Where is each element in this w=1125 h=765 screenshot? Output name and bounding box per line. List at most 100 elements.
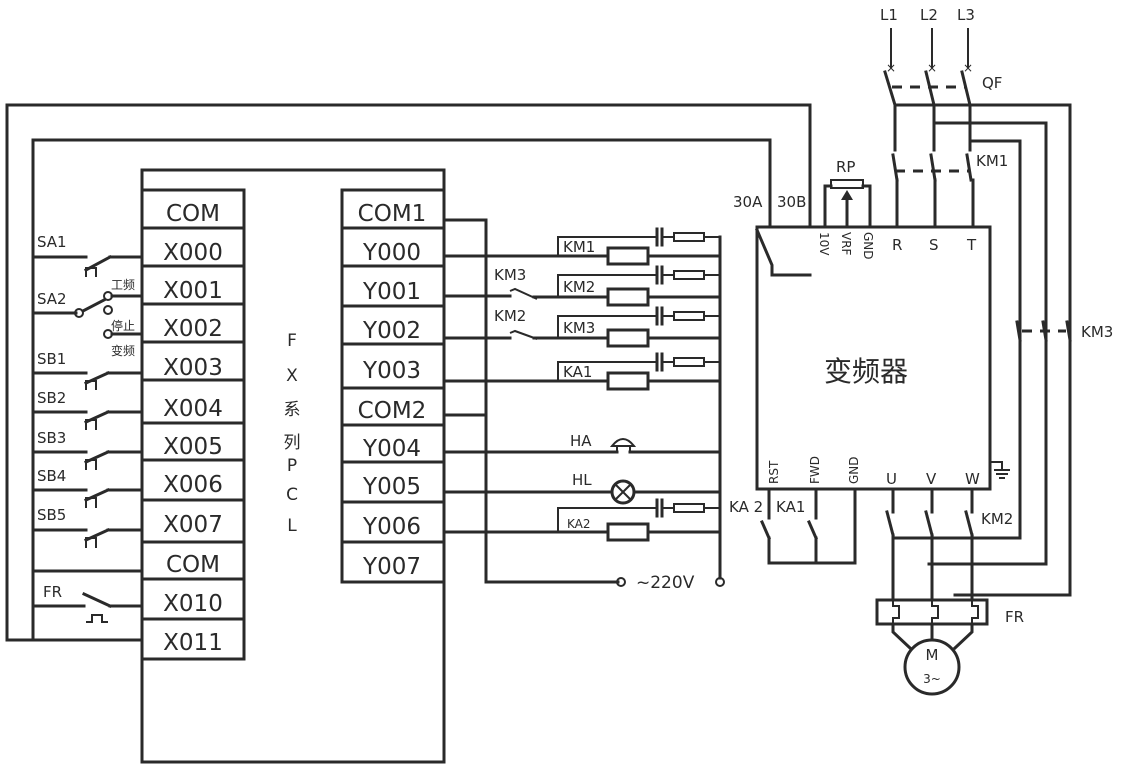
vfd-body bbox=[755, 225, 992, 491]
terminal-label: Y006 bbox=[362, 514, 421, 540]
label-sa2: SA2 bbox=[37, 290, 67, 308]
svg-text:L: L bbox=[287, 516, 297, 536]
plc-terminal-x001 bbox=[140, 264, 246, 306]
label-hl: HL bbox=[572, 471, 592, 489]
terminal-label: COM bbox=[166, 552, 220, 578]
svg-text:列: 列 bbox=[284, 433, 301, 453]
terminal-label: X006 bbox=[163, 472, 223, 498]
plc-output-terminals: COM1 Y000 Y001 Y002 Y003 COM2 Y004 Y005 … bbox=[340, 188, 446, 584]
vfd-fault-contact bbox=[755, 228, 812, 277]
plc-terminal-com2 bbox=[340, 386, 446, 427]
terminal-label: Y002 bbox=[362, 318, 421, 344]
terminal-label: X001 bbox=[163, 278, 223, 304]
plc-terminal-y007 bbox=[340, 540, 446, 584]
label-km1-main: KM1 bbox=[976, 152, 1008, 170]
plc-terminal-y006 bbox=[340, 500, 446, 544]
vfd-terminal-10v: 10V bbox=[817, 232, 831, 256]
label-km2-interlock: KM2 bbox=[494, 307, 526, 325]
plc-terminal-x005 bbox=[140, 421, 246, 462]
output-wiring bbox=[442, 218, 725, 587]
label-sb3: SB3 bbox=[37, 429, 66, 447]
potentiometer-icon bbox=[823, 179, 872, 229]
svg-text:×: × bbox=[963, 61, 973, 75]
label-sa1: SA1 bbox=[37, 233, 67, 251]
label-ka1-contact: KA1 bbox=[776, 498, 805, 516]
svg-text:×: × bbox=[927, 61, 937, 75]
terminal-label: COM2 bbox=[358, 398, 427, 424]
vfd-terminal-r: R bbox=[892, 236, 902, 254]
ground-icon bbox=[990, 461, 1010, 479]
km2-coil-icon bbox=[606, 287, 650, 307]
terminal-label: Y005 bbox=[362, 474, 421, 500]
label-km2-coil: KM2 bbox=[563, 278, 595, 296]
label-30a: 30A bbox=[733, 193, 763, 211]
terminal-label: X000 bbox=[163, 240, 223, 266]
label-ka2-contact: KA 2 bbox=[729, 498, 763, 516]
label-sb4: SB4 bbox=[37, 467, 66, 485]
label-30b: 30B bbox=[777, 193, 806, 211]
km1-coil-icon bbox=[606, 246, 650, 266]
terminal-label: Y001 bbox=[362, 279, 421, 305]
fr-contact-icon bbox=[86, 614, 108, 623]
svg-text:P: P bbox=[287, 456, 297, 476]
label-fr-main: FR bbox=[1005, 608, 1024, 626]
terminal-label: X010 bbox=[163, 591, 223, 617]
vfd-terminal-rst: RST bbox=[767, 460, 781, 484]
label-supply: ~220V bbox=[636, 573, 695, 593]
vfd-label: 变频器 bbox=[824, 355, 908, 388]
label-sb5: SB5 bbox=[37, 506, 66, 524]
terminal-label: Y007 bbox=[362, 554, 421, 580]
label-motor-phase: 3~ bbox=[923, 672, 941, 686]
svg-text:×: × bbox=[886, 61, 896, 75]
label-qf: QF bbox=[982, 74, 1002, 92]
terminal-label: X002 bbox=[163, 316, 223, 342]
svg-text:X: X bbox=[286, 366, 298, 386]
ka1-coil-icon bbox=[606, 371, 650, 391]
terminal-label: X011 bbox=[163, 630, 223, 656]
terminal-label: Y004 bbox=[362, 436, 421, 462]
plc-terminal-x003 bbox=[140, 340, 246, 382]
buzzer-icon bbox=[609, 438, 637, 447]
label-sb1: SB1 bbox=[37, 350, 66, 368]
label-motor-m: M bbox=[926, 646, 939, 664]
terminal-label: X003 bbox=[163, 355, 223, 381]
label-sa2-power: 工频 bbox=[111, 278, 135, 292]
power-circuit: × × × bbox=[875, 28, 1072, 696]
vfd-terminal-vrf: VRF bbox=[839, 232, 853, 256]
motor-icon bbox=[903, 638, 961, 696]
svg-text:C: C bbox=[286, 485, 298, 505]
label-sb2: SB2 bbox=[37, 389, 66, 407]
vfd-control-contacts bbox=[760, 487, 857, 565]
terminal-label: COM bbox=[166, 201, 220, 227]
vfd-terminal-w: W bbox=[965, 470, 980, 488]
plc-terminal-y004 bbox=[340, 423, 446, 464]
plc-terminal-y002 bbox=[340, 304, 446, 346]
label-ha: HA bbox=[570, 432, 592, 450]
label-km3-interlock: KM3 bbox=[494, 266, 526, 284]
km3-coil-icon bbox=[606, 328, 650, 348]
svg-text:F: F bbox=[287, 331, 297, 351]
terminal-label: Y003 bbox=[362, 358, 421, 384]
vfd-terminal-u: U bbox=[886, 470, 897, 488]
vfd-terminal-gnd: GND bbox=[861, 232, 875, 260]
label-sa2-stop: 停止 bbox=[111, 318, 135, 333]
plc-terminal-x007 bbox=[140, 498, 246, 544]
label-l1: L1 bbox=[880, 6, 898, 24]
label-km3-coil: KM3 bbox=[563, 319, 595, 337]
ka2-coil-icon bbox=[606, 522, 650, 542]
label-ka2-coil: KA2 bbox=[567, 517, 591, 531]
vfd-terminal-v: V bbox=[926, 470, 937, 488]
label-rp: RP bbox=[836, 158, 855, 176]
terminal-label: COM1 bbox=[358, 201, 427, 227]
label-ka1-coil: KA1 bbox=[563, 363, 592, 381]
lamp-icon bbox=[610, 479, 636, 505]
svg-text:系: 系 bbox=[284, 400, 301, 420]
label-l3: L3 bbox=[957, 6, 975, 24]
label-sa2-vfd: 变频 bbox=[111, 343, 135, 358]
plc-title: F X 系 列 P C L bbox=[284, 331, 301, 536]
label-l2: L2 bbox=[920, 6, 938, 24]
terminal-label: Y000 bbox=[362, 240, 421, 266]
sa1-button-icon bbox=[85, 267, 97, 277]
terminal-label: X004 bbox=[163, 396, 223, 422]
